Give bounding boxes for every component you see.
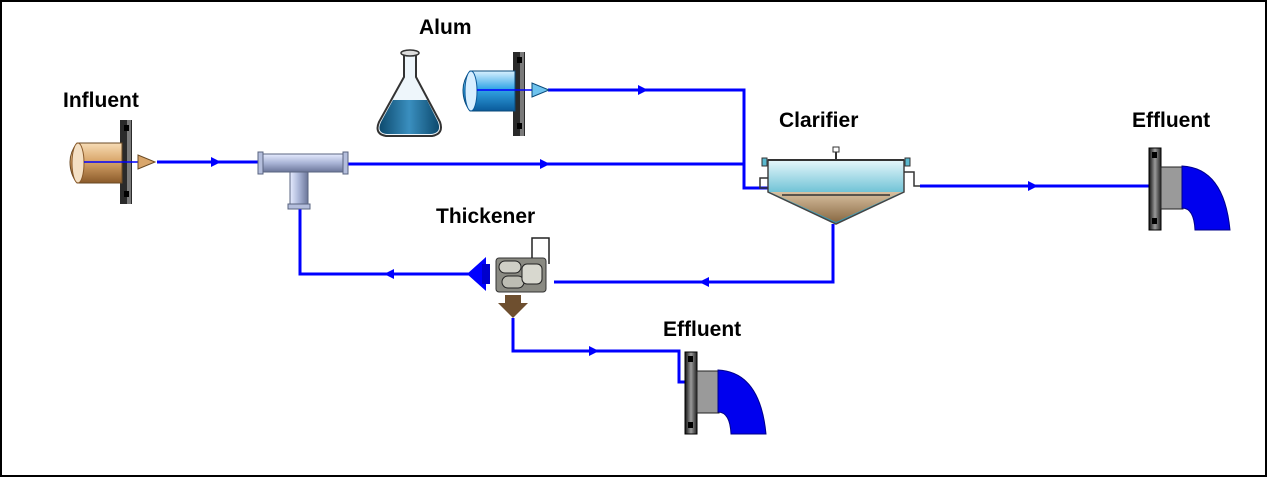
flow-arrow bbox=[699, 277, 709, 287]
flow-lines bbox=[157, 88, 1150, 384]
tee-junction-icon[interactable] bbox=[257, 151, 349, 210]
flow-arrow bbox=[540, 159, 550, 169]
alum-pipe-icon[interactable] bbox=[462, 52, 551, 136]
pipe-thickener-recycle bbox=[298, 200, 472, 276]
clarifier-label: Clarifier bbox=[779, 109, 859, 132]
flow-arrow bbox=[589, 346, 599, 356]
flow-arrow bbox=[1028, 181, 1038, 191]
effluent-label: Effluent bbox=[663, 318, 742, 341]
flow-arrow bbox=[384, 269, 394, 279]
thickener-label: Thickener bbox=[436, 205, 536, 228]
alum-label: Alum bbox=[419, 16, 472, 39]
effluent-outlet-icon[interactable] bbox=[684, 351, 767, 435]
influent-label: Influent bbox=[63, 89, 139, 112]
effluent-outlet-icon[interactable] bbox=[1148, 147, 1231, 231]
flask-icon[interactable] bbox=[376, 49, 442, 137]
effluent-label: Effluent bbox=[1132, 109, 1211, 132]
influent-pipe-icon[interactable] bbox=[69, 120, 157, 204]
flow-arrows bbox=[211, 85, 1038, 356]
pipe-clarifier-underflow bbox=[554, 224, 835, 284]
thickener-icon[interactable] bbox=[467, 237, 550, 318]
clarifier-icon[interactable] bbox=[759, 146, 920, 225]
pipe-tee-to-clarifier bbox=[342, 162, 768, 190]
pipe-thickener-to-effluent bbox=[511, 318, 686, 384]
flow-arrow bbox=[211, 157, 221, 167]
flow-arrow bbox=[638, 85, 648, 95]
pipe-alum-to-clarifier bbox=[548, 88, 746, 164]
